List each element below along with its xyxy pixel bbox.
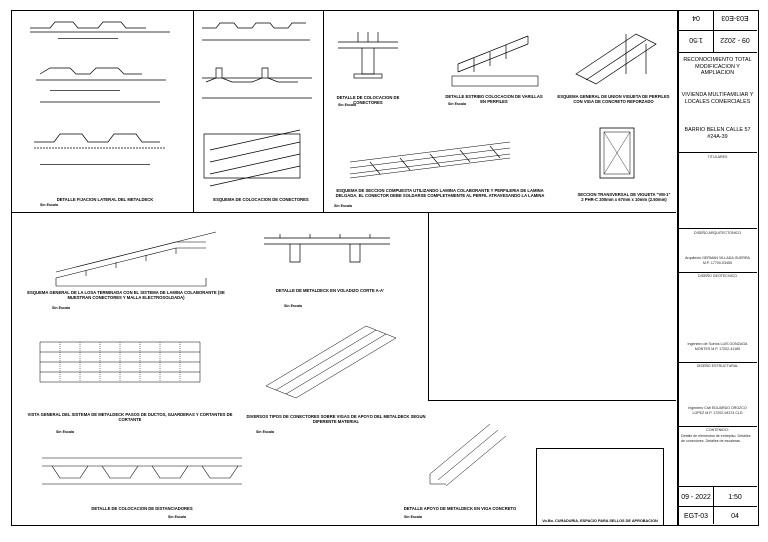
tb-line — [678, 30, 757, 31]
caption-voladizo: DETALLE DE METALDECK EN VOLADIZO CORTE A… — [275, 288, 385, 293]
tb-location: BARRIO BELEN CALLE 57 #24A-39 — [684, 127, 751, 140]
detail-seccion-compuesta: ESQUEMA DE SECCION COMPUESTA UTILIZANDO … — [330, 122, 550, 210]
tb-line — [678, 228, 757, 229]
tb-arch-name: Arquitecto GERMAN VILLADA GUERRA M.P. 17… — [685, 256, 750, 265]
approval-stamp-label: Vo.Bo. CURADURIA. ESPACIO PARA SELLOS DE… — [542, 519, 658, 523]
title-block — [678, 10, 759, 526]
caption-union-vigueta: ESQUEMA GENERAL DE UNION VIGUETA DE PERF… — [557, 94, 670, 104]
tb-geo-label: DISEÑO GEOTECNICO — [698, 274, 737, 278]
tb-arch-label: DISEÑO ARQUITECTONICO — [693, 231, 742, 235]
detail-distanciadores: DETALLE DE COLOCACION DE DISTANCIADORES … — [32, 444, 252, 522]
tb-scale: 1:50 — [728, 494, 742, 501]
tb-project: RECONOCIMIENTO TOTAL MODIFICACION Y AMPL… — [683, 57, 752, 76]
tb-row2-left: 1:50 — [689, 36, 703, 43]
sheet-divider-v2 — [193, 10, 194, 212]
tb-geo-name: Ingeniero de Suelos LUIS GONZAGA MONTES … — [687, 342, 748, 351]
tb-owners-label: TITULARES — [707, 155, 728, 159]
tb-line — [678, 152, 757, 153]
caption-distanciadores: DETALLE DE COLOCACION DE DISTANCIADORES — [91, 506, 193, 511]
scale-losa-terminada: Sin Escala — [52, 306, 70, 310]
sheet-divider-v3 — [428, 212, 429, 400]
scale-seccion-compuesta: Sin Escala — [334, 204, 352, 208]
tb-line — [678, 426, 757, 427]
detail-colocacion-conectores: DETALLE DE COLOCACION DE CONECTORES — [328, 14, 408, 114]
caption-fijacion-lateral: DETALLE FIJACION LATERAL DEL METALDECK — [56, 197, 154, 202]
tb-top-right: E03-E03 — [721, 14, 749, 21]
tb-use: VIVIENDA MULTIFAMILIAR Y LOCALES COMERCI… — [681, 92, 754, 105]
tb-date: 09 - 2022 — [681, 494, 711, 501]
scale-apoyo-viga: Sin Escala — [404, 515, 422, 519]
scale-vista-general: Sin Escala — [56, 430, 74, 434]
tb-line — [713, 10, 714, 52]
scale-distanciadores: Sin Escala — [168, 515, 186, 519]
detail-esquema-conectores: ESQUEMA DE COLOCACION DE CONECTORES — [196, 14, 321, 204]
caption-seccion-compuesta: ESQUEMA DE SECCION COMPUESTA UTILIZANDO … — [335, 188, 545, 198]
caption-tipos-conectores: DIVERSOS TIPOS DE CONECTORES SOBRE VIGAS… — [246, 414, 426, 424]
sheet-divider-h1 — [11, 212, 676, 213]
detail-estribo: DETALLE ESTRIBO COLOCACION DE VARILLAS E… — [444, 14, 544, 114]
caption-colocacion-conectores: DETALLE DE COLOCACION DE CONECTORES — [336, 95, 400, 105]
tb-top-left: 04 — [692, 14, 700, 21]
scale-tipos-conectores: Sin Escala — [256, 430, 274, 434]
scale-fijacion-lateral: Sin Escala — [40, 203, 58, 207]
detail-union-vigueta: ESQUEMA GENERAL DE UNION VIGUETA DE PERF… — [556, 14, 671, 114]
detail-vista-general: VISTA GENERAL DEL SISTEMA DE METALDECK P… — [20, 322, 240, 440]
caption-losa-terminada: ESQUEMA GENERAL DE LA LOSA TERMINADA CON… — [27, 290, 225, 300]
caption-apoyo-viga: DETALLE APOYO DE METALDECK EN VIGA CONCR… — [403, 506, 517, 511]
caption-seccion-vigueta: SECCION TRANSVERSAL DE VIGUETA "VM-1" 2 … — [577, 192, 671, 202]
tb-line — [678, 506, 757, 507]
tb-content: Detalle de elementos de entrepiso. Detal… — [681, 434, 751, 443]
tb-line — [678, 362, 757, 363]
tb-content-label: CONTENIDO: — [706, 428, 729, 432]
tb-code: EGT-03 — [683, 513, 709, 520]
detail-apoyo-viga: DETALLE APOYO DE METALDECK EN VIGA CONCR… — [390, 404, 530, 522]
caption-esquema-conectores: ESQUEMA DE COLOCACION DE CONECTORES — [213, 197, 309, 202]
scale-colocacion-conectores: Sin Escala — [338, 103, 356, 107]
caption-estribo: DETALLE ESTRIBO COLOCACION DE VARILLAS E… — [445, 94, 543, 104]
drawing-sheet — [11, 10, 678, 526]
sheet-divider-v1 — [323, 10, 324, 212]
caption-vista-general: VISTA GENERAL DEL SISTEMA DE METALDECK P… — [27, 412, 233, 422]
scale-estribo: Sin Escala — [448, 102, 466, 106]
tb-line — [678, 272, 757, 273]
tb-line — [678, 486, 757, 487]
detail-losa-terminada: ESQUEMA GENERAL DE LA LOSA TERMINADA CON… — [16, 222, 236, 314]
scale-voladizo: Sin Escala — [284, 304, 302, 308]
tb-line — [678, 52, 757, 53]
detail-voladizo: DETALLE DE METALDECK EN VOLADIZO CORTE A… — [250, 222, 410, 314]
tb-row2-right: 09 - 2022 — [720, 36, 750, 43]
detail-seccion-vigueta: SECCION TRANSVERSAL DE VIGUETA "VM-1" 2 … — [576, 118, 672, 210]
tb-line — [713, 486, 714, 524]
tb-struct-name: Ingeniero Civil EDUARDO OROZCO LOPEZ M.P… — [688, 406, 747, 415]
approval-stamp-box: Vo.Bo. CURADURIA. ESPACIO PARA SELLOS DE… — [536, 448, 664, 526]
detail-fijacion-lateral: DETALLE FIJACION LATERAL DEL METALDECK — [20, 14, 185, 204]
tb-sheet: 04 — [731, 513, 739, 520]
detail-tipos-conectores: DIVERSOS TIPOS DE CONECTORES SOBRE VIGAS… — [246, 316, 426, 440]
tb-struct-label: DISEÑO ESTRUCTURAL — [696, 364, 739, 368]
sheet-divider-h2 — [428, 400, 676, 401]
